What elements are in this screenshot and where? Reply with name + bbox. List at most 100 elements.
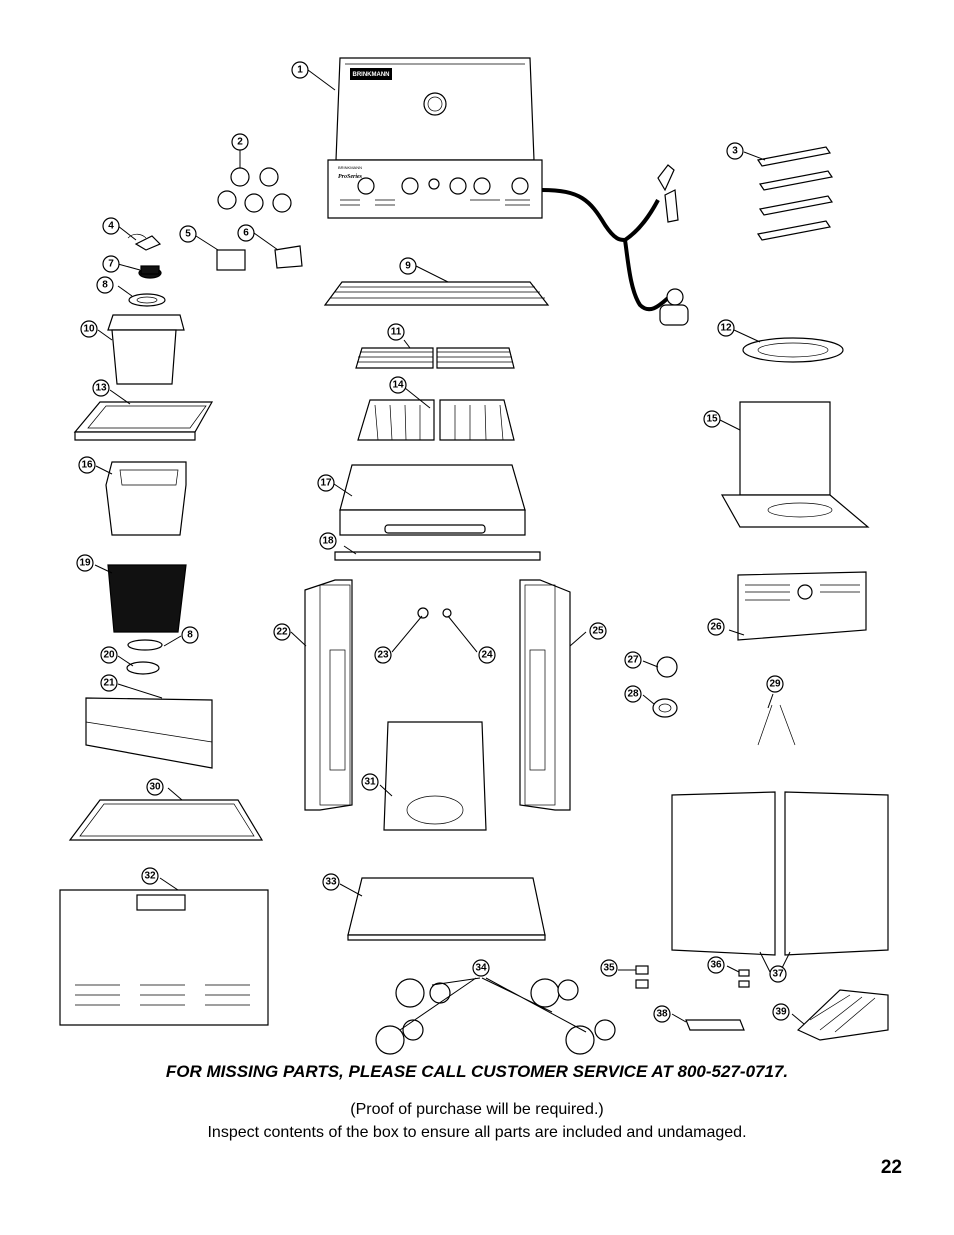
proof-of-purchase-note: (Proof of purchase will be required.): [350, 1101, 604, 1118]
part-32-back-panel: [59, 889, 269, 1026]
part-8-gasket: [128, 293, 166, 307]
callout-12-label: 12: [720, 323, 732, 334]
callout-21-label: 21: [103, 678, 115, 689]
callout-7-label: 7: [108, 259, 114, 270]
callout-28: 28: [624, 685, 642, 703]
callout-25-label: 25: [592, 626, 604, 637]
callout-2-label: 2: [237, 137, 243, 148]
callout-28-label: 28: [627, 689, 639, 700]
callout-29-label: 29: [769, 679, 781, 690]
callout-20: 20: [100, 646, 118, 664]
callout-3-label: 3: [732, 146, 738, 157]
callout-23-label: 23: [377, 650, 389, 661]
callout-34: 34: [472, 959, 490, 977]
callout-11-label: 11: [391, 327, 402, 338]
part-2-knobs: [217, 167, 292, 213]
callout-37: 37: [769, 965, 787, 983]
callout-5-label: 5: [185, 229, 191, 240]
part-17-drip-drawer: [339, 464, 526, 536]
callout-16: 16: [78, 456, 96, 474]
callout-30-label: 30: [149, 782, 161, 793]
callout-4: 4: [102, 217, 120, 235]
part-4-igniter: [127, 233, 162, 251]
callout-9-label: 9: [405, 261, 411, 272]
callout-5: 5: [179, 225, 197, 243]
part-22-left-frame: [304, 579, 353, 811]
lid-badge: BRINKMANN: [353, 72, 390, 78]
callout-6-label: 6: [243, 228, 249, 239]
callout-10: 10: [80, 320, 98, 338]
part-12-side-burner-grate: [742, 337, 844, 363]
part-26-side-panel: [737, 571, 867, 641]
callout-39: 39: [772, 1003, 790, 1021]
part-21-panel: [85, 697, 213, 769]
callout-21: 21: [100, 674, 118, 692]
part-23-fitting: [417, 607, 429, 619]
part-28-bezel: [652, 698, 678, 718]
callout-14: 14: [389, 376, 407, 394]
panel-model: ProSeries: [338, 174, 363, 180]
callout-39-label: 39: [775, 1007, 787, 1018]
callout-8b: 8: [181, 626, 199, 644]
part-16-bucket: [105, 461, 187, 536]
callout-11: 11: [387, 323, 405, 341]
callout-13-label: 13: [95, 383, 107, 394]
callout-8a-label: 8: [102, 280, 108, 291]
callout-12: 12: [717, 319, 735, 337]
part-27-knob: [656, 656, 678, 678]
callout-33: 33: [322, 873, 340, 891]
callout-30: 30: [146, 778, 164, 796]
part-37-doors: [671, 791, 889, 956]
callout-3: 3: [726, 142, 744, 160]
callout-23: 23: [374, 646, 392, 664]
callout-7: 7: [102, 255, 120, 273]
part-1-grill-head: BRINKMANN BRINKMANN ProSeries: [327, 57, 543, 219]
part-33-bottom-shelf: [347, 877, 546, 941]
callout-26-label: 26: [710, 622, 722, 633]
part-3-burners: [756, 146, 834, 241]
callout-35-label: 35: [603, 963, 615, 974]
part-36-clips: [738, 969, 750, 988]
callout-19: 19: [76, 554, 94, 572]
parts-diagram: BRINKMANN BRINKMANN ProSeries: [59, 57, 889, 1055]
callout-17-label: 17: [320, 478, 332, 489]
callout-38-label: 38: [656, 1009, 668, 1020]
callout-1-label: 1: [297, 65, 303, 76]
callout-35: 35: [600, 959, 618, 977]
callout-27: 27: [624, 651, 642, 669]
callout-22-label: 22: [276, 627, 288, 638]
part-15-side-burner: [720, 401, 870, 528]
part-39-basket: [796, 989, 889, 1041]
callout-27-label: 27: [627, 655, 639, 666]
callout-18: 18: [319, 532, 337, 550]
gas-hose-regulator: [541, 164, 689, 326]
callout-36-label: 36: [710, 960, 722, 971]
callout-14-label: 14: [392, 380, 404, 391]
callout-24: 24: [478, 646, 496, 664]
callout-20-label: 20: [103, 650, 115, 661]
callout-26: 26: [707, 618, 725, 636]
part-13-side-shelf: [73, 401, 214, 441]
callout-24-label: 24: [481, 650, 493, 661]
callout-13: 13: [92, 379, 110, 397]
part-29-handle: [757, 704, 796, 746]
callout-leaders: [94, 69, 805, 1033]
callout-32: 32: [141, 867, 159, 885]
callout-18-label: 18: [322, 536, 334, 547]
callout-10-label: 10: [83, 324, 95, 335]
part-20-ring: [126, 639, 163, 675]
callout-36: 36: [707, 956, 725, 974]
part-7-grease-fitting: [138, 265, 162, 279]
callout-31: 31: [361, 773, 379, 791]
callout-8b-label: 8: [187, 630, 193, 641]
missing-parts-notice: FOR MISSING PARTS, PLEASE CALL CUSTOMER …: [165, 1062, 789, 1081]
part-11-cooking-grids: [355, 347, 515, 369]
callout-32-label: 32: [144, 871, 156, 882]
callout-9: 9: [399, 257, 417, 275]
part-6-bracket: [274, 245, 303, 269]
callout-38: 38: [653, 1005, 671, 1023]
part-30-bottom-tray: [68, 799, 264, 841]
callout-2: 2: [231, 133, 249, 151]
part-10-grease-cup: [107, 314, 185, 385]
callout-4-label: 4: [108, 221, 114, 232]
